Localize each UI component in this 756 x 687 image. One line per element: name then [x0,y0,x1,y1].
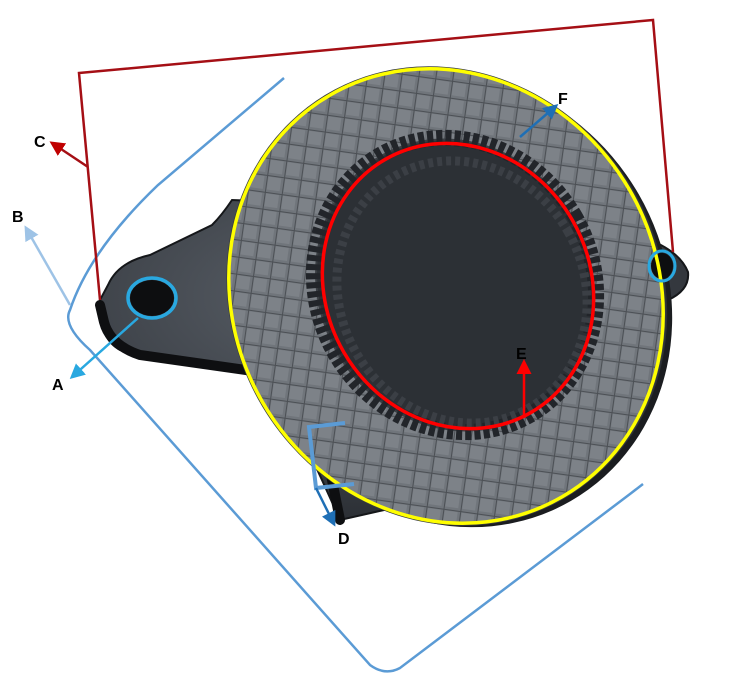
arrow-f [519,104,559,138]
arrow-b [24,225,72,306]
inner-diameter-ring [320,141,596,431]
thickness-bracket-d [306,421,355,491]
annotations: A B C D E F [12,18,677,673]
bracket-c [77,18,675,301]
brake-disc-component [95,66,690,528]
outer-diameter-ring [227,67,665,525]
mounting-hole-right [651,253,673,279]
arrow-d [314,487,336,527]
hole-ring-left [126,276,178,320]
hole-ring-right [647,249,677,283]
label-a: A [52,377,64,394]
label-d: D [338,531,350,548]
label-f: F [558,91,568,108]
label-e: E [516,346,527,363]
label-c: C [34,134,46,151]
label-b: B [12,209,24,226]
arrow-a [69,317,139,379]
boundary-outline-b [67,77,644,673]
mounting-hole-left [130,280,174,316]
arrow-c [49,141,89,169]
